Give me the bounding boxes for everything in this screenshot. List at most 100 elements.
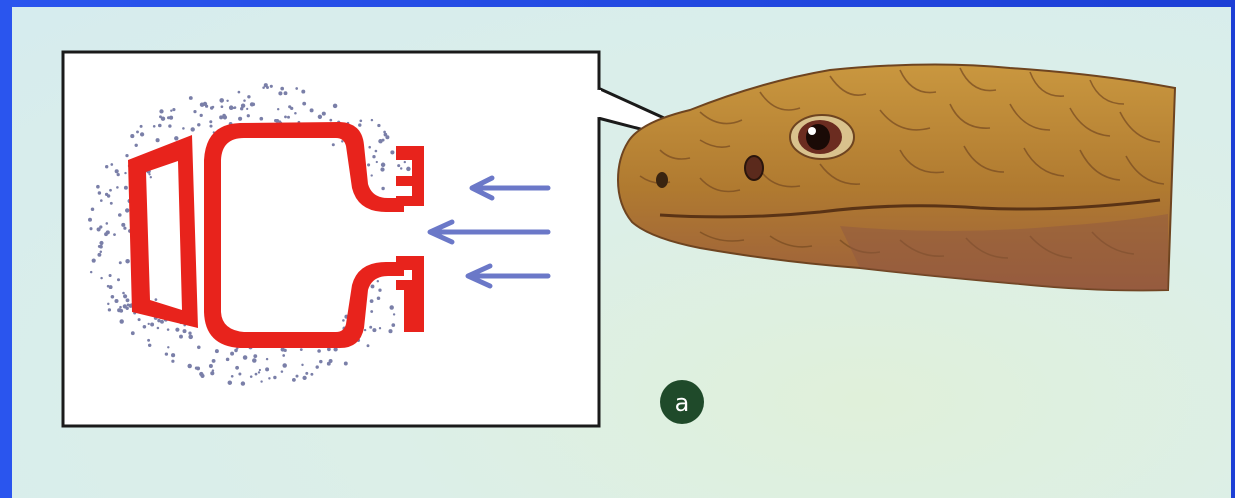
stipple-dot [327, 362, 331, 366]
stipple-dot [174, 136, 178, 140]
stipple-dot [243, 355, 248, 360]
stipple-dot [118, 213, 122, 217]
stipple-dot [250, 375, 253, 378]
stipple-dot [406, 167, 410, 171]
stipple-dot [372, 155, 375, 158]
stipple-dot [300, 348, 303, 351]
stipple-dot [368, 146, 371, 149]
stipple-dot [270, 85, 273, 88]
stipple-dot [212, 369, 214, 371]
stipple-dot [364, 329, 366, 331]
stipple-dot [98, 191, 101, 194]
stipple-dot [210, 371, 214, 375]
stipple-dot [99, 225, 102, 228]
stipple-dot [296, 375, 299, 378]
stipple-dot [377, 124, 380, 127]
stipple-dot [277, 108, 279, 110]
stipple-dot [332, 143, 335, 146]
stipple-dot [105, 165, 108, 168]
stipple-dot [138, 318, 141, 321]
snake-pit-opening [745, 156, 763, 180]
stipple-dot [205, 105, 208, 108]
stipple-dot [210, 106, 213, 109]
stipple-dot [106, 222, 109, 225]
stipple-dot [238, 91, 241, 94]
stipple-dot [113, 233, 116, 236]
stipple-dot [301, 364, 303, 366]
stipple-dot [125, 208, 129, 212]
stipple-dot [253, 354, 257, 358]
figure-label-badge: a [660, 380, 704, 424]
stipple-dot [371, 119, 373, 121]
stipple-dot [148, 323, 150, 325]
figure-label: a [675, 389, 690, 417]
stipple-dot [262, 86, 265, 89]
stipple-dot [189, 96, 193, 100]
stipple-dot [221, 105, 224, 108]
stipple-dot [179, 335, 183, 339]
stipple-dot [292, 378, 296, 382]
snake-head-icon [618, 64, 1175, 290]
stipple-dot [165, 352, 168, 355]
stipple-dot [123, 227, 126, 230]
stipple-dot [377, 296, 381, 300]
stipple-dot [367, 163, 370, 166]
stipple-dot [182, 127, 185, 130]
stipple-dot [228, 380, 233, 385]
stipple-dot [197, 346, 201, 350]
stipple-dot [107, 194, 110, 197]
stipple-dot [155, 298, 158, 301]
stipple-dot [404, 161, 406, 163]
stipple-dot [229, 105, 234, 110]
stipple-dot [126, 298, 130, 302]
stipple-dot [157, 327, 160, 330]
stipple-dot [109, 274, 112, 277]
stipple-dot [316, 365, 319, 368]
stipple-dot [400, 167, 402, 169]
snake-eye-icon [790, 115, 854, 159]
stipple-dot [301, 90, 305, 94]
stipple-dot [243, 99, 246, 102]
stipple-dot [265, 367, 269, 371]
stipple-dot [397, 164, 400, 167]
stipple-dot [370, 299, 374, 303]
stipple-dot [281, 370, 284, 373]
stipple-dot [371, 284, 375, 288]
stipple-dot [380, 167, 384, 171]
stipple-dot [200, 114, 203, 117]
stipple-dot [150, 323, 154, 327]
stipple-dot [88, 218, 92, 222]
stipple-dot [259, 369, 261, 371]
stipple-dot [226, 358, 230, 362]
stipple-dot [381, 187, 384, 190]
stipple-dot [369, 326, 372, 329]
stipple-dot [294, 112, 297, 115]
stipple-dot [390, 150, 394, 154]
stipple-dot [121, 223, 125, 227]
stipple-dot [197, 123, 200, 126]
stipple-dot [100, 250, 103, 253]
stipple-dot [317, 349, 321, 353]
stipple-dot [140, 132, 144, 136]
stipple-dot [329, 119, 332, 122]
stipple-dot [378, 289, 381, 292]
stipple-dot [148, 344, 151, 347]
stipple-dot [167, 346, 169, 348]
stipple-dot [251, 102, 255, 106]
stipple-dot [342, 319, 345, 322]
stipple-dot [280, 87, 284, 91]
stipple-dot [284, 91, 288, 95]
stipple-dot [130, 134, 134, 138]
stipple-dot [375, 150, 378, 153]
stipple-dot [284, 116, 287, 119]
stipple-dot [125, 154, 128, 157]
stipple-dot [370, 310, 373, 313]
stipple-dot [125, 259, 130, 264]
stipple-dot [391, 323, 395, 327]
stipple-dot [111, 295, 115, 299]
stipple-dot [219, 98, 224, 103]
stipple-dot [377, 280, 379, 282]
stipple-dot [143, 325, 147, 329]
stipple-dot [259, 117, 263, 121]
stipple-dot [333, 104, 338, 109]
